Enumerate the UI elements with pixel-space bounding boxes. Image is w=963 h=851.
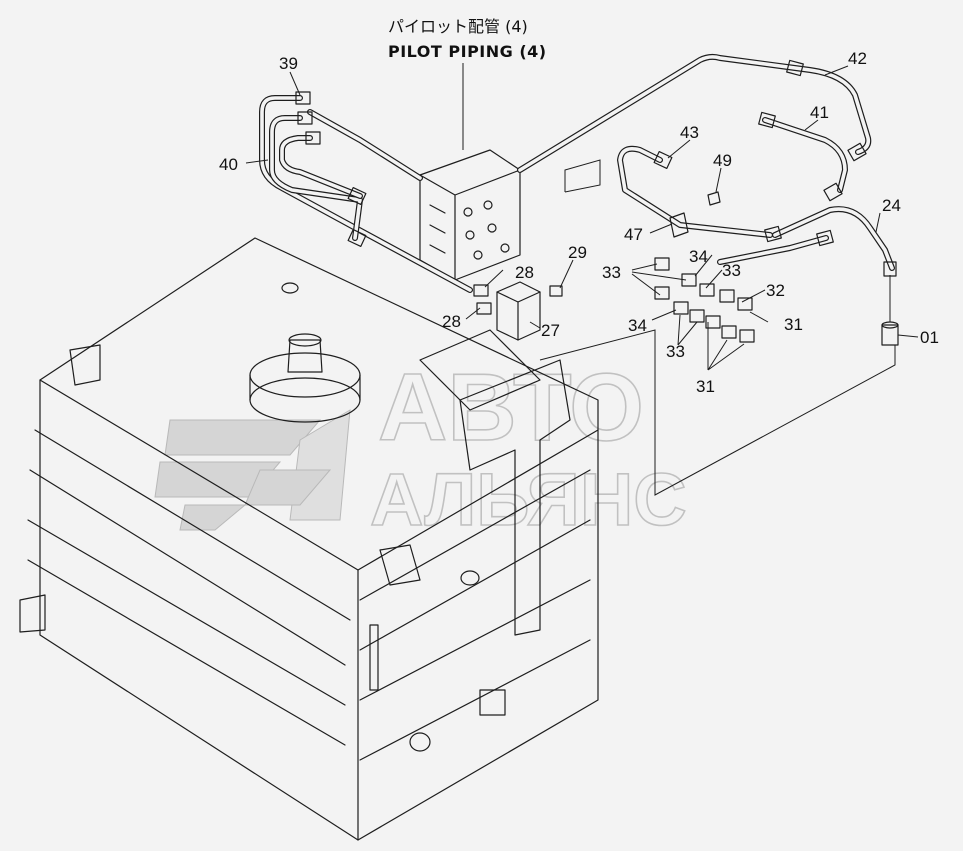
callout-42: 42: [848, 49, 867, 68]
title-english: PILOT PIPING (4): [388, 42, 547, 61]
callout-24: 24: [882, 196, 901, 215]
callout-33-left: 33: [602, 263, 621, 282]
callout-labels: 39 40 42 41 43 49 47 24 28 28 29 27 33 3…: [219, 49, 939, 396]
callout-39: 39: [279, 54, 298, 73]
callout-34-top: 34: [689, 247, 708, 266]
pipe-fittings: [295, 59, 899, 496]
watermark: АВТО АЛЬЯНС: [154, 353, 688, 542]
callout-27: 27: [541, 321, 560, 340]
callout-41: 41: [810, 103, 829, 122]
callout-47: 47: [624, 225, 643, 244]
callout-29: 29: [568, 243, 587, 262]
callout-31-right: 31: [784, 315, 803, 334]
pilot-valve-block: [419, 149, 521, 281]
hydraulic-tank: [19, 237, 599, 841]
pilot-pipes: [259, 53, 895, 293]
title-japanese: パイロット配管 (4): [388, 17, 528, 36]
callout-01: 01: [920, 328, 939, 347]
callout-34-bottom: 34: [628, 316, 647, 335]
watermark-logo-icon: [154, 409, 351, 531]
callout-49: 49: [713, 151, 732, 170]
callout-28-top: 28: [515, 263, 534, 282]
callout-32: 32: [766, 281, 785, 300]
callout-33-bottom: 33: [666, 342, 685, 361]
callout-28-bottom: 28: [442, 312, 461, 331]
callout-43: 43: [680, 123, 699, 142]
watermark-line-1: АВТО: [378, 354, 644, 461]
callout-40: 40: [219, 155, 238, 174]
callout-33-right: 33: [722, 261, 741, 280]
leader-lines: [245, 65, 919, 371]
callout-31-bottom: 31: [696, 377, 715, 396]
